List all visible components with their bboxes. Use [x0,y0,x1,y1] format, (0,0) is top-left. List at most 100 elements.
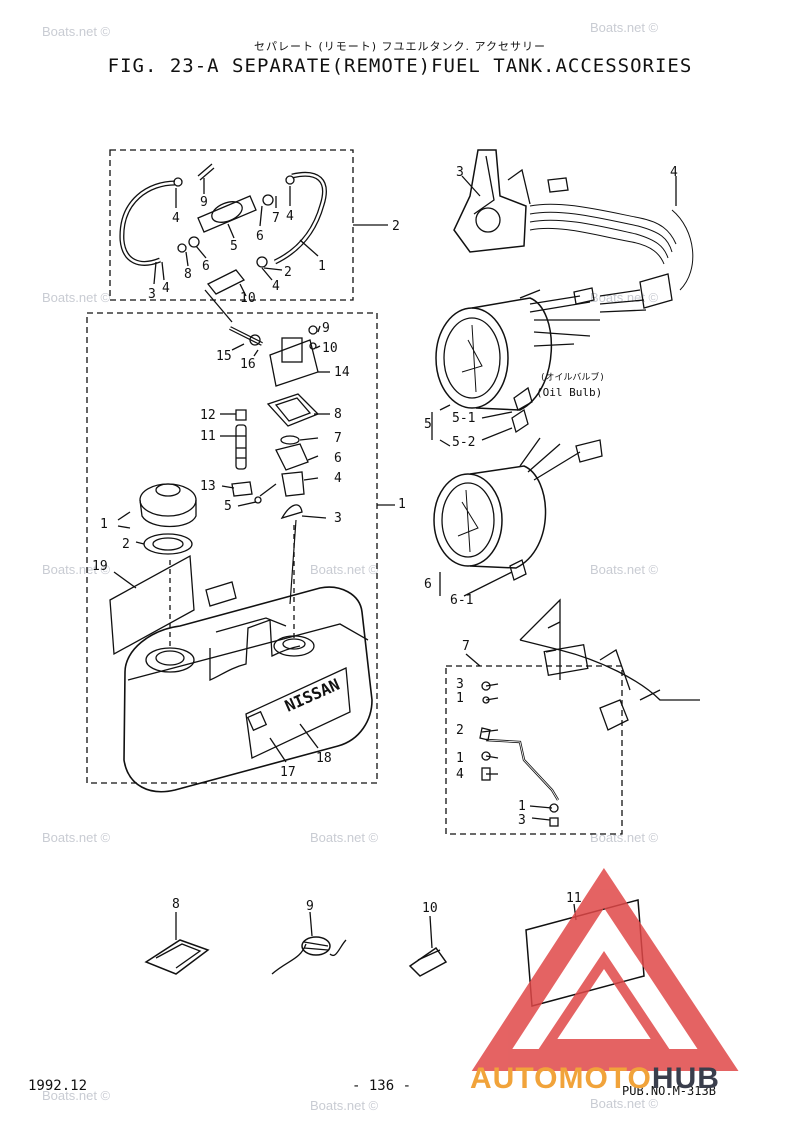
callout: 7 [462,639,470,654]
figure-subtitle-jp: セパレート (リモート) フユエルタンク. アクセサリー [253,40,547,53]
callout: 3 [518,813,526,828]
callout: 7 [334,431,342,446]
harness-connector [639,273,673,309]
brand-wordmark-part-b: HUB [651,1062,720,1095]
callout: 13 [200,479,216,494]
callout: 5 [424,417,432,432]
callout: 1 [518,799,526,814]
tank-filler-neck [145,647,195,673]
bracket-group-box [445,665,623,835]
connector-10 [206,269,246,295]
figure-title: FIG. 23-A SEPARATE(REMOTE)FUEL TANK.ACCE… [107,55,693,77]
part-8-gasket [144,939,210,975]
clamp [262,194,274,206]
callout: 10 [240,291,256,306]
fuel-joint-body [281,337,303,363]
remote-control-box [453,149,527,253]
watermark: Boats.net © [590,290,659,305]
callout: 16 [240,357,256,372]
callout: 4 [172,211,180,226]
fuel-hose [119,180,176,266]
callout: 19 [92,559,108,574]
callout: 2 [284,265,292,280]
callout: 12 [200,408,216,423]
clamp [173,177,183,187]
fuel-filter [235,424,247,470]
screw [308,325,318,335]
bulb [509,559,527,581]
label-plate [109,554,195,656]
fuel-gauge [433,473,503,567]
connector [197,163,215,181]
filler-cap [139,483,197,517]
callout: 8 [172,897,180,912]
tank-label [245,667,351,759]
watermark: Boats.net © [42,830,111,845]
filter-base [231,481,253,497]
callout: 7 [272,211,280,226]
callout: 5-2 [452,435,475,450]
clamp [256,256,268,268]
oil-gauge [435,307,509,409]
callout: 8 [184,267,192,282]
clamp [285,175,295,185]
footer-page-number: - 136 - [352,1078,412,1094]
brand-wordmark: AUTOMOTOHUB [470,1062,720,1096]
watermark: Boats.net © [590,830,659,845]
fuel-tank [123,586,373,793]
triangle-logo-icon [471,867,739,1071]
callout: 4 [670,165,678,180]
callout: 18 [316,751,332,766]
callout: 4 [162,281,170,296]
triangle-logo-inner-icon [538,950,670,1049]
callout: 1 [100,517,108,532]
o-ring [249,334,261,346]
watermark: Boats.net © [310,830,379,845]
callout: 15 [216,349,232,364]
cap-gasket [143,533,193,555]
gauge-unit [281,471,305,497]
oil-bulb-label: (Oil Bulb) [536,386,602,399]
callout: 5-1 [452,411,475,426]
fuel-line-group-box [109,149,354,301]
tank-gauge-opening [273,635,315,657]
callout: 4 [456,767,464,782]
callout-labels: 4 9 5 6 7 4 1 2 4 10 6 8 4 3 2 9 10 14 8… [92,165,678,916]
callout: 2 [392,219,400,234]
callout: 2 [456,723,464,738]
primer-bulb [197,195,257,233]
callout: 1 [456,751,464,766]
watermark: Boats.net © [590,1096,659,1111]
callout: 3 [334,511,342,526]
watermark: Boats.net © [590,20,659,35]
callout: 2 [122,537,130,552]
callout: 1 [456,691,464,706]
watermark: Boats.net © [42,1088,111,1103]
callout: 6 [256,229,264,244]
brand-wordmark-part-a: AUTOMOTO [470,1062,652,1095]
callout: 4 [286,209,294,224]
callout: 5 [230,239,238,254]
oil-bulb-jp-label: (オイルバルブ) [540,371,605,383]
callout: 9 [322,321,330,336]
callout: 10 [322,341,338,356]
o-ring [280,435,300,445]
gauge-plate [275,443,309,471]
callout: 17 [280,765,296,780]
callout: 1 [318,259,326,274]
footer-pub-number: PUB.NO.M-313B [622,1084,716,1098]
bulb-socket [511,408,529,434]
automotohub-logo [471,867,739,1071]
callout: 11 [200,429,216,444]
callout: 6 [334,451,342,466]
primer-bulb-body [211,201,243,223]
washer [309,342,317,350]
clamp [188,236,200,248]
watermark: Boats.net © [42,562,111,577]
callout: 5 [224,499,232,514]
callout: 1 [398,497,406,512]
bracket-rod [485,738,560,801]
callout: 3 [148,287,156,302]
watermark: Boats.net © [310,562,379,577]
